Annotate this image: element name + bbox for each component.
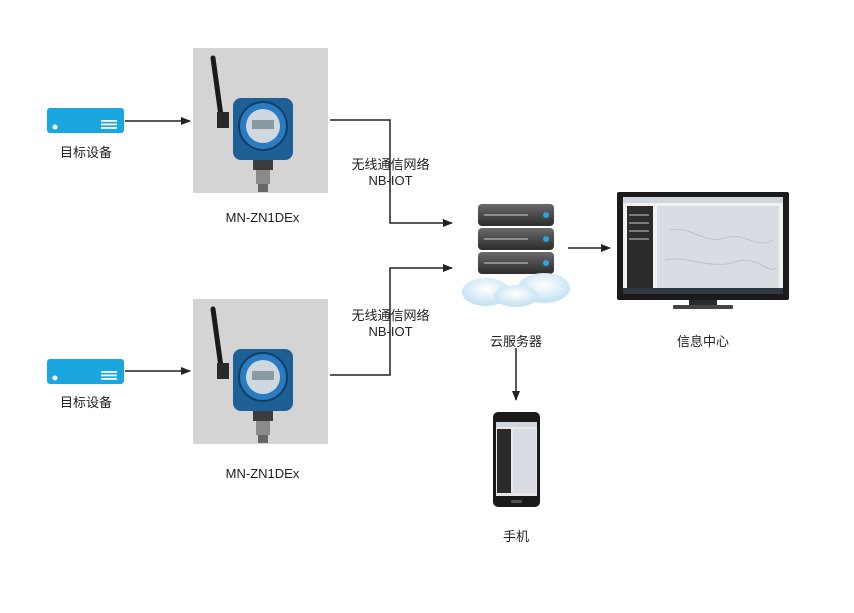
link-label-1-line1: 无线通信网络 bbox=[351, 157, 430, 172]
device-label-1: MN-ZN1DEx bbox=[225, 210, 300, 225]
server-unit-icon bbox=[47, 108, 124, 133]
smartphone-icon bbox=[493, 412, 540, 507]
cloud-server bbox=[458, 200, 574, 312]
source-device-1 bbox=[47, 108, 124, 133]
device-photo-2 bbox=[193, 299, 328, 444]
pressure-transmitter-icon bbox=[193, 48, 328, 193]
link-label-2: 无线通信网络 NB-IOT bbox=[343, 308, 438, 340]
device-photo-1 bbox=[193, 48, 328, 193]
source-device-2 bbox=[47, 359, 124, 384]
device-label-2: MN-ZN1DEx bbox=[225, 466, 300, 481]
link-label-2-line2: NB-IOT bbox=[368, 324, 413, 339]
info-center-label: 信息中心 bbox=[676, 334, 729, 349]
edge-device2-cloud bbox=[330, 264, 453, 376]
server-unit-icon bbox=[47, 359, 124, 384]
pressure-transmitter-icon bbox=[193, 299, 328, 444]
monitor-icon bbox=[617, 192, 789, 309]
cloud-server-label: 云服务器 bbox=[489, 334, 542, 349]
link-label-2-line1: 无线通信网络 bbox=[351, 308, 430, 323]
phone-label: 手机 bbox=[502, 529, 529, 544]
source-label-2: 目标设备 bbox=[59, 395, 112, 410]
phone bbox=[493, 412, 540, 507]
link-label-1: 无线通信网络 NB-IOT bbox=[343, 157, 438, 189]
link-label-1-line2: NB-IOT bbox=[368, 173, 413, 188]
info-center-monitor bbox=[615, 190, 791, 312]
source-label-1: 目标设备 bbox=[59, 145, 112, 160]
edge-device1-cloud bbox=[330, 119, 453, 227]
cloud-server-icon bbox=[462, 204, 570, 307]
